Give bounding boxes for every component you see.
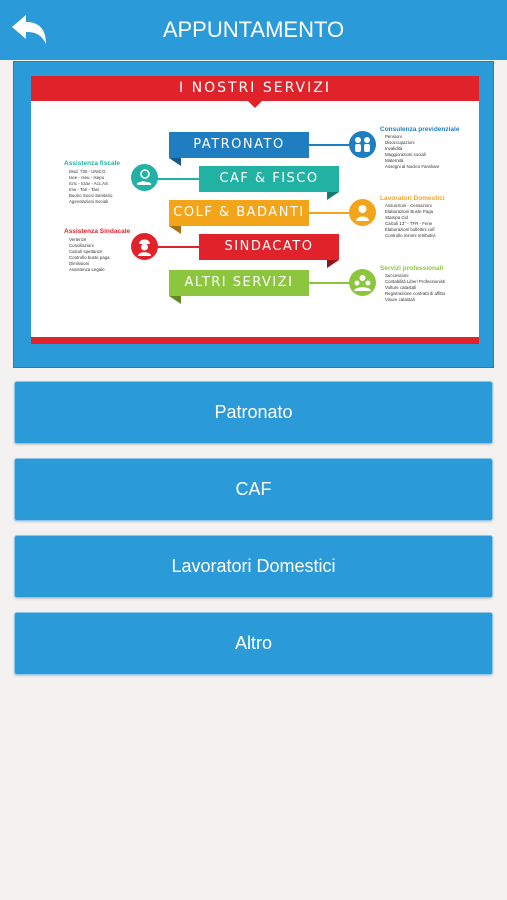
worker-icon bbox=[131, 233, 158, 260]
lavoratori-domestici-list: Assunzioni - Cessazioni Elaborazioni Bus… bbox=[385, 203, 436, 238]
ribbon-sindacato: SINDACATO bbox=[199, 234, 339, 260]
ribbon-colf-badanti: COLF & BADANTI bbox=[169, 200, 309, 226]
housekeeper-icon bbox=[349, 199, 376, 226]
servizi-professionali-heading: Servizi professionali bbox=[380, 265, 444, 272]
lavoratori-domestici-heading: Lavoratori Domestici bbox=[380, 195, 445, 202]
caf-button[interactable]: CAF bbox=[14, 458, 493, 521]
banner-title: I NOSTRI SERVIZI bbox=[179, 80, 331, 96]
consulenza-previdenziale-list: Pensioni Disoccupazioni Invalidità Maggi… bbox=[385, 134, 440, 169]
assistenza-fiscale-heading: Assistenza fiscale bbox=[64, 160, 121, 167]
ribbon-caf-fisco: CAF & FISCO bbox=[199, 166, 339, 192]
app-bar: APPUNTAMENTO bbox=[0, 0, 507, 60]
banner-footer-bar bbox=[31, 337, 479, 344]
servizi-professionali-list: Successioni Contabilità Liberi Professio… bbox=[385, 273, 446, 302]
back-button[interactable] bbox=[8, 10, 52, 50]
altro-button[interactable]: Altro bbox=[14, 612, 493, 675]
ribbon-altri-servizi: ALTRI SERVIZI bbox=[169, 270, 309, 296]
back-arrow-icon bbox=[12, 15, 46, 44]
page-title: APPUNTAMENTO bbox=[162, 17, 345, 42]
group-icon bbox=[349, 269, 376, 296]
ribbon-patronato: PATRONATO bbox=[169, 132, 309, 158]
patronato-button[interactable]: Patronato bbox=[14, 381, 493, 444]
assistenza-sindacale-list: Vertenze Conciliazioni Calcoli spettanze… bbox=[69, 237, 110, 272]
banner-header-bar bbox=[31, 76, 479, 101]
assistenza-sindacale-heading: Assistenza Sindacale bbox=[64, 228, 131, 235]
services-banner: I NOSTRI SERVIZI PATRONATO CAF & FISCO C… bbox=[13, 61, 494, 368]
consulenza-previdenziale-heading: Consulenza previdenziale bbox=[380, 126, 460, 133]
services-infographic: I NOSTRI SERVIZI PATRONATO CAF & FISCO C… bbox=[31, 76, 479, 344]
lavoratori-domestici-button[interactable]: Lavoratori Domestici bbox=[14, 535, 493, 598]
hand-money-icon bbox=[131, 164, 158, 191]
assistenza-fiscale-list: Mod. 730 - UNICO Isee - Iseu - Isepu Icr… bbox=[69, 169, 113, 204]
family-icon bbox=[349, 131, 376, 158]
